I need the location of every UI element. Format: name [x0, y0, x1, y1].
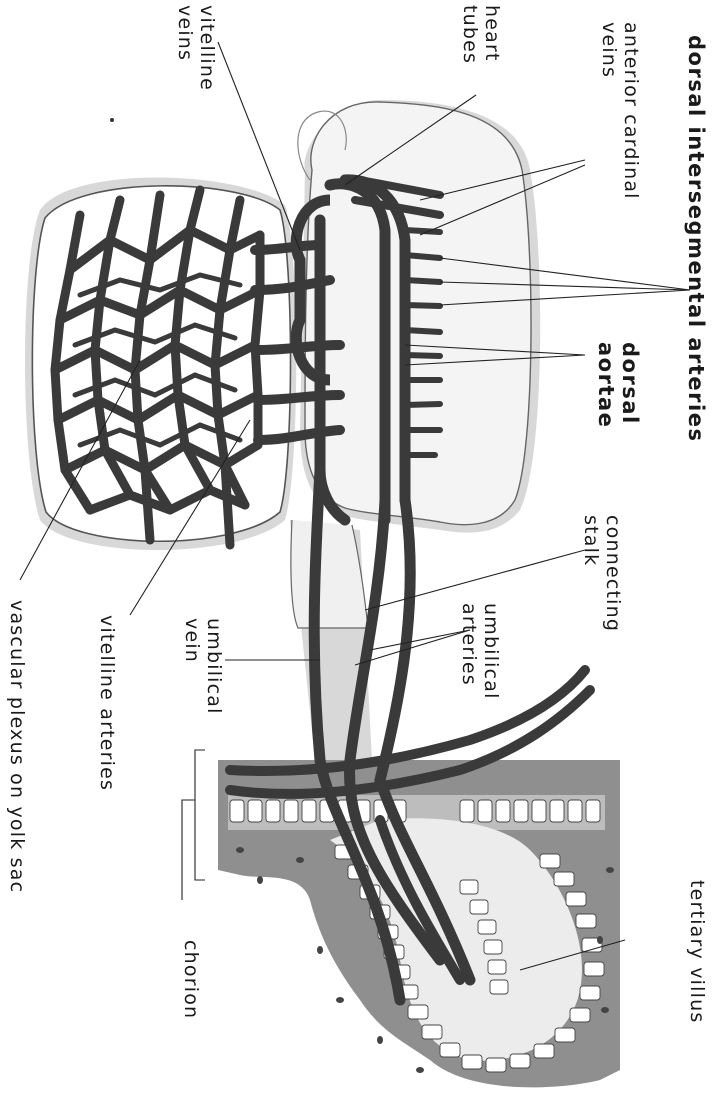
label-vitelline-arteries: vitelline arteries — [96, 615, 118, 791]
embryo-body-outline — [305, 102, 531, 525]
label-connecting-stalk: connecting stalk — [580, 515, 624, 632]
label-umbilical-arteries: umbilical arteries — [458, 603, 502, 700]
label-vitelline-veins: vitelline veins — [174, 5, 218, 91]
label-dorsal-aortae: dorsal aortae — [594, 342, 642, 428]
stray-dot — [110, 118, 114, 122]
label-anterior-cardinal-veins: anterior cardinal veins — [598, 22, 642, 200]
label-vascular-plexus-on-yolk-sac: vascular plexus on yolk sac — [6, 600, 28, 893]
label-heart-tubes: heart tubes — [459, 5, 503, 64]
label-dorsal-intersegmental-arteries: dorsal intersegmental arteries — [684, 35, 708, 442]
label-umbilical-vein: umbilical vein — [181, 618, 225, 715]
label-chorion: chorion — [180, 940, 202, 1019]
label-tertiary-villus: tertiary villus — [686, 880, 708, 1023]
